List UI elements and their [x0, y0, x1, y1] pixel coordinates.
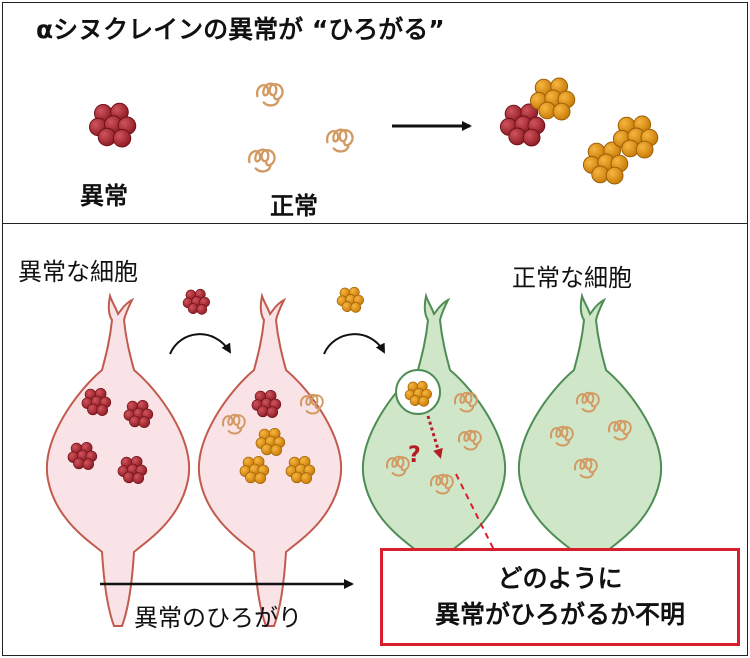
abnormal-label: 異常 [80, 182, 128, 210]
floating-orange-aggregate [336, 286, 364, 313]
page-title: αシヌクレインの異常が “ひろがる” [36, 15, 445, 44]
normal-label: 正常 [270, 192, 318, 220]
callout-line-2: 異常がひろがるか不明 [434, 600, 685, 629]
normal-cell-receiving [361, 295, 507, 627]
question-mark: ? [408, 443, 421, 468]
floating-red-aggregate [182, 288, 210, 315]
abnormal-cell-label: 異常な細胞 [18, 258, 138, 286]
orange-fibril [582, 115, 659, 185]
abnormal-cell-2 [197, 295, 343, 627]
mixed-fibril [499, 77, 576, 147]
transfer-arrow-2 [323, 333, 385, 355]
abnormal-aggregate-top [89, 102, 137, 148]
normal-proteins-top [247, 82, 354, 173]
normal-cell-label: 正常な細胞 [512, 264, 632, 292]
unknown-mechanism-callout: どのように 異常がひろがるか不明 [380, 548, 740, 646]
callout-line-1: どのように [497, 564, 623, 593]
abnormal-cell-1 [45, 295, 191, 627]
transfer-arrow-1 [169, 333, 232, 355]
spread-label: 異常のひろがり [134, 604, 302, 632]
callout-connector [455, 473, 495, 551]
